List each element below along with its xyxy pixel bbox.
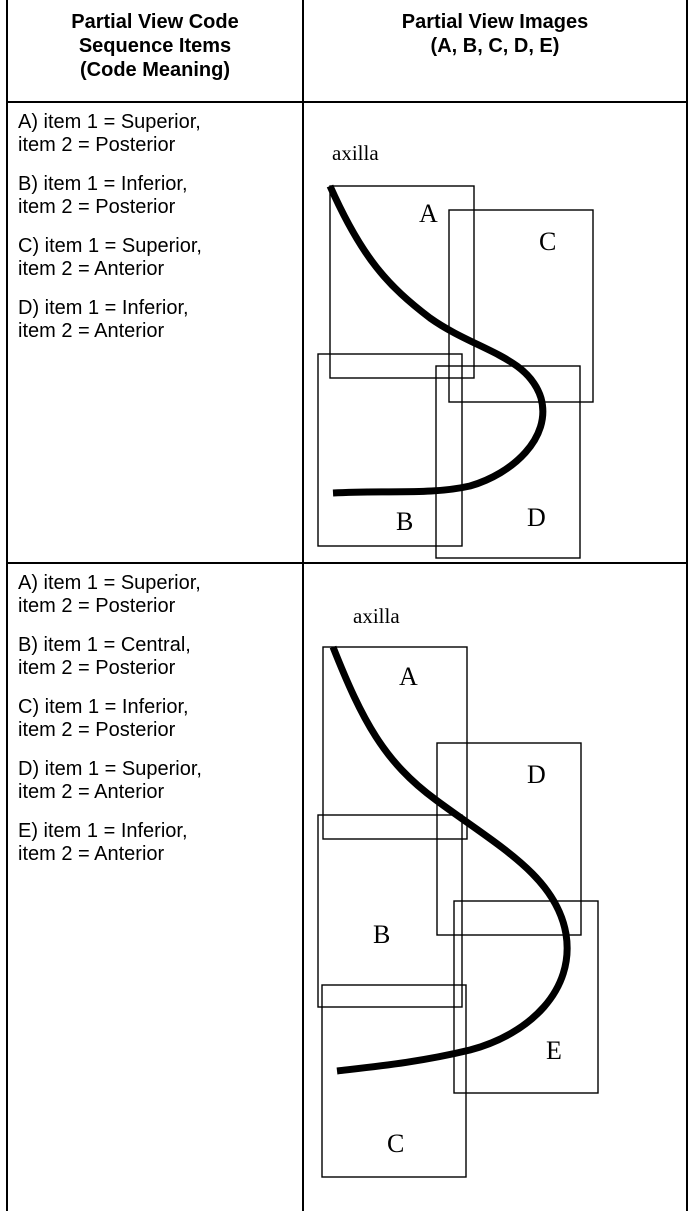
- row-2-item-c: C) item 1 = Inferior, item 2 = Posterior: [18, 696, 189, 741]
- diagram-2-box-e: [453, 900, 599, 1094]
- row-2-item-a: A) item 1 = Superior, item 2 = Posterior: [18, 572, 201, 617]
- diagram-1-breast-contour: [326, 184, 547, 497]
- row-1-item-b: B) item 1 = Inferior, item 2 = Posterior: [18, 173, 188, 218]
- row-2-item-b: B) item 1 = Central, item 2 = Posterior: [18, 634, 191, 679]
- diagram-2-axilla-label: axilla: [353, 604, 400, 628]
- diagram-2-label-c: C: [387, 1129, 404, 1158]
- diagram-2: axilla A B C D E: [317, 604, 599, 1178]
- row-2-item-d: D) item 1 = Superior, item 2 = Anterior: [18, 758, 202, 803]
- header-row-divider: [6, 101, 688, 103]
- row-2-item-list: A) item 1 = Superior, item 2 = Posterior…: [18, 572, 293, 882]
- diagram-1: axilla A B C D: [317, 141, 594, 559]
- diagram-1-box-a: [329, 185, 475, 379]
- diagram-2-label-e: E: [546, 1036, 562, 1065]
- row-divider: [6, 562, 688, 564]
- diagram-1-box-d: [435, 365, 581, 559]
- table-border-left: [6, 0, 8, 1211]
- diagram-1-label-c: C: [539, 227, 556, 256]
- diagram-2-box-d: [436, 742, 582, 936]
- diagram-1-box-c: [448, 209, 594, 403]
- row-2-item-e: E) item 1 = Inferior, item 2 = Anterior: [18, 820, 188, 865]
- diagram-2-label-d: D: [527, 760, 546, 789]
- column-header-code-sequence: Partial View Code Sequence Items (Code M…: [71, 11, 239, 81]
- diagram-2-label-b: B: [373, 920, 390, 949]
- diagram-2-label-a: A: [399, 662, 418, 691]
- diagram-2-box-c: [321, 984, 467, 1178]
- diagram-1-label-b: B: [396, 507, 413, 536]
- row-1-item-list: A) item 1 = Superior, item 2 = Posterior…: [18, 111, 293, 359]
- row-1-item-a: A) item 1 = Superior, item 2 = Posterior: [18, 111, 201, 156]
- column-header-view-images: Partial View Images (A, B, C, D, E): [401, 11, 589, 57]
- diagram-1-label-a: A: [419, 199, 438, 228]
- diagram-1-label-d: D: [527, 503, 546, 532]
- row-1-item-c: C) item 1 = Superior, item 2 = Anterior: [18, 235, 202, 280]
- diagram-1-box-b: [317, 353, 463, 547]
- diagram-1-axilla-label: axilla: [332, 141, 379, 165]
- table-divider-vertical: [302, 0, 304, 1211]
- diagram-2-breast-contour: [329, 645, 571, 1075]
- diagram-2-box-b: [317, 814, 463, 1008]
- row-1-item-d: D) item 1 = Inferior, item 2 = Anterior: [18, 297, 189, 342]
- table-border-right: [686, 0, 688, 1211]
